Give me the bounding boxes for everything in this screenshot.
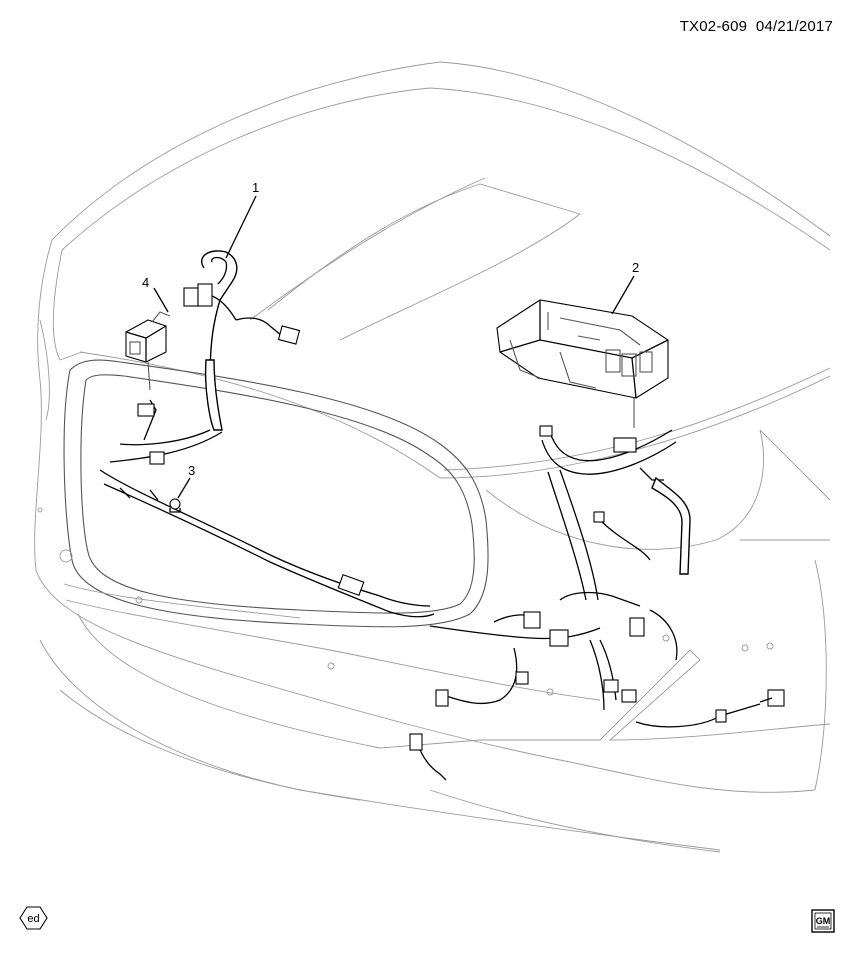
edit-hexagon-icon: ed <box>19 906 48 930</box>
callout-3-label: 3 <box>188 463 195 478</box>
relay-box-part-2 <box>496 299 669 428</box>
drawing-reference: TX02-609 04/21/2017 <box>680 18 833 35</box>
fastener-part-3 <box>169 498 181 513</box>
callout-3: 3 <box>177 463 195 499</box>
edit-icon-label: ed <box>27 913 39 925</box>
wiring-harness-right <box>409 425 785 781</box>
wiring-harness-part-1 <box>99 250 435 618</box>
reference-date: 04/21/2017 <box>755 18 833 35</box>
callout-1-label: 1 <box>252 180 259 195</box>
callout-4: 4 <box>142 275 169 313</box>
gm-logo-icon: GM <box>811 909 835 933</box>
gm-logo-label: GM <box>816 916 831 926</box>
connector-module-part-4 <box>125 311 171 391</box>
reference-number: TX02-609 <box>679 18 748 35</box>
callout-2: 2 <box>611 260 639 315</box>
vehicle-body-outline <box>34 61 831 853</box>
callout-2-label: 2 <box>632 260 639 275</box>
callout-4-label: 4 <box>142 275 149 290</box>
callout-1: 1 <box>225 180 259 259</box>
